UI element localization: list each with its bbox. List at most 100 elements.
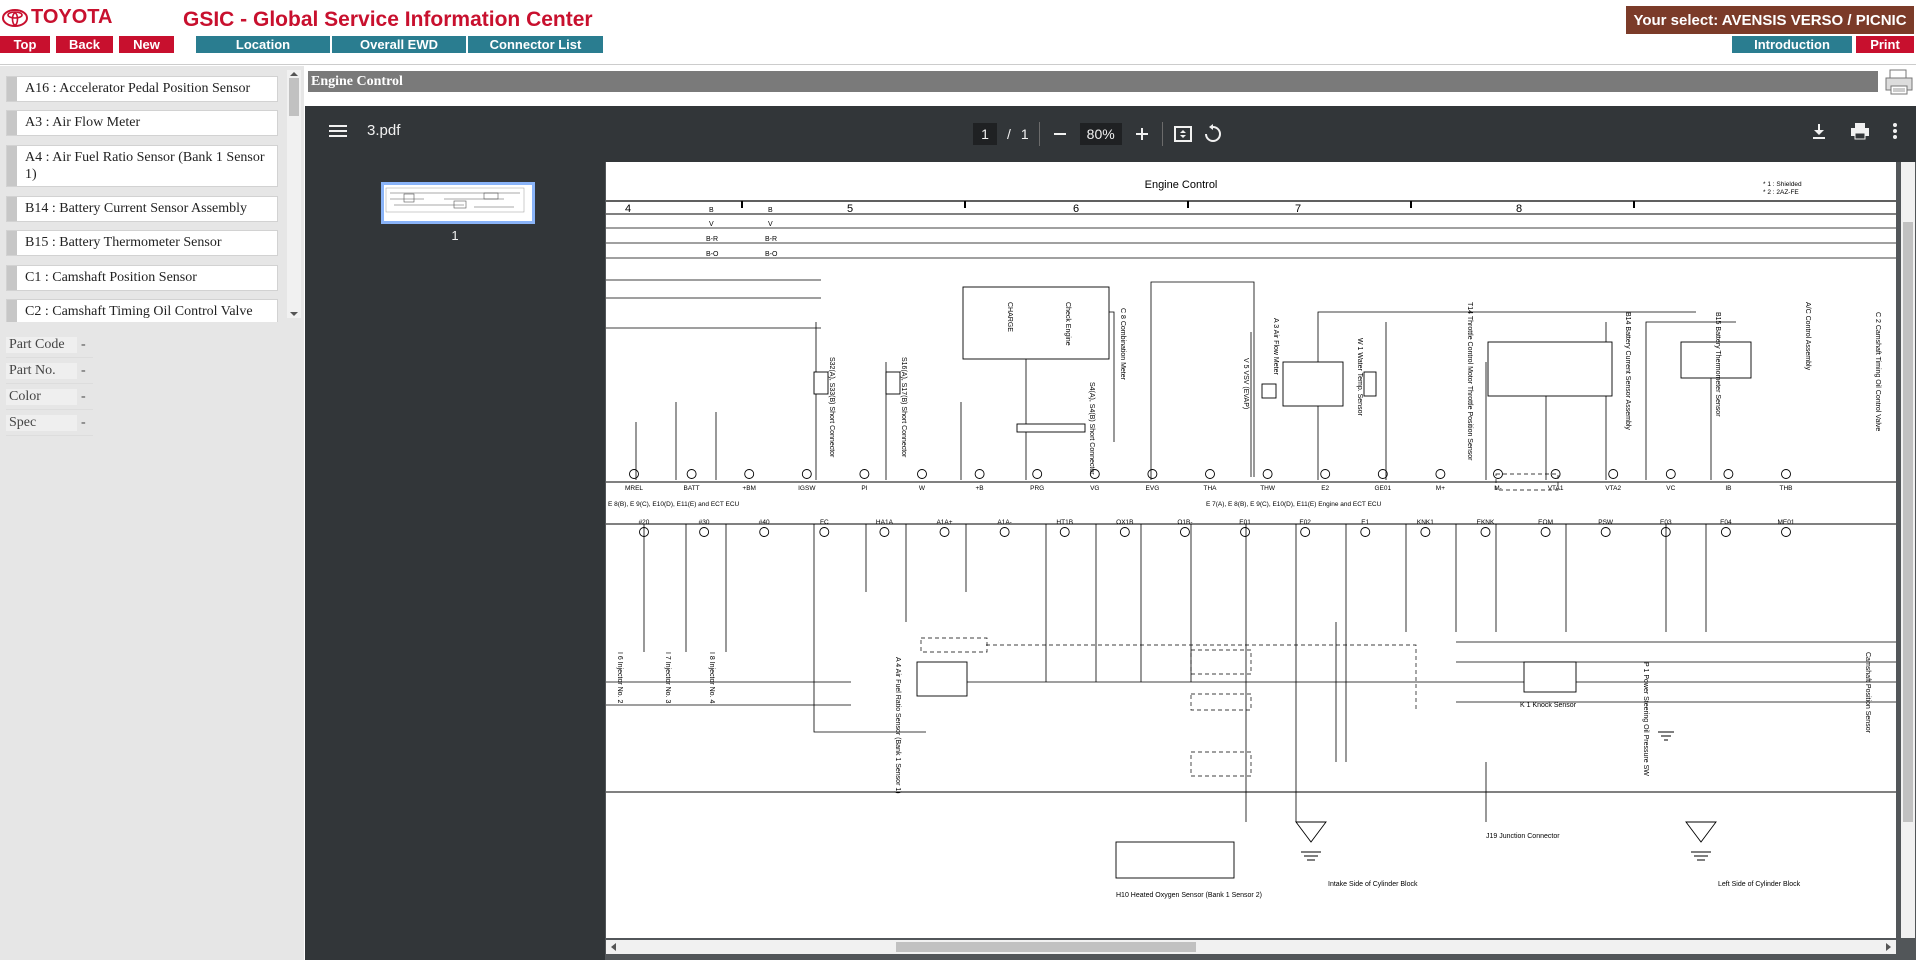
page-number-input[interactable]: 1: [973, 123, 997, 145]
info-row: Part No.-: [6, 358, 93, 384]
download-icon[interactable]: [1810, 122, 1828, 140]
info-label: Part No.: [6, 362, 77, 379]
zoom-out-icon[interactable]: [1050, 124, 1070, 144]
print-pdf-icon[interactable]: [1850, 122, 1870, 140]
connector-list: A16 : Accelerator Pedal Position Sensor …: [0, 70, 302, 322]
diagram-note: * 1 : Shielded: [1763, 181, 1802, 188]
info-label: Spec: [6, 414, 77, 431]
component-label: T14 Throttle Control Motor Throttle Posi…: [1466, 302, 1473, 461]
bus-label: B-R: [765, 236, 777, 243]
list-item[interactable]: C2 : Camshaft Timing Oil Control Valve: [6, 299, 278, 322]
bus-label: V: [709, 221, 714, 228]
page-thumbnail[interactable]: [381, 182, 535, 224]
pin-label: HT1B: [1056, 519, 1073, 526]
list-item[interactable]: B15 : Battery Thermometer Sensor: [6, 230, 278, 256]
pin-label: HA1A: [876, 519, 894, 526]
pin-label: PRG: [1030, 485, 1044, 492]
list-item-label: C2 : Camshaft Timing Oil Control Valve: [25, 304, 253, 319]
pin-label: #40: [759, 519, 770, 526]
top-button[interactable]: Top: [0, 36, 50, 53]
connector-pin: [879, 527, 890, 537]
connector-pin: [1540, 527, 1551, 537]
list-item-label: A4 : Air Fuel Ratio Sensor (Bank 1 Senso…: [25, 150, 265, 182]
column-number: 5: [847, 203, 853, 215]
info-value: -: [81, 388, 86, 404]
list-item[interactable]: A4 : Air Fuel Ratio Sensor (Bank 1 Senso…: [6, 145, 278, 187]
scroll-down-icon[interactable]: [287, 310, 301, 318]
scroll-thumb[interactable]: [289, 78, 299, 116]
component-label: Check Engine: [1064, 302, 1071, 346]
list-item-label: A3 : Air Flow Meter: [25, 115, 141, 130]
bus-label: V: [768, 221, 773, 228]
connector-pin: [801, 469, 812, 479]
zoom-in-icon[interactable]: [1132, 124, 1152, 144]
pin-label: E2: [1321, 485, 1329, 492]
pin-label: THB: [1780, 485, 1793, 492]
list-item[interactable]: C1 : Camshaft Position Sensor: [6, 265, 278, 291]
zoom-input[interactable]: 80%: [1079, 123, 1122, 145]
component-label: W 1 Water Temp. Sensor: [1356, 338, 1363, 416]
pin-label: IB: [1725, 485, 1731, 492]
pin-label: E1: [1361, 519, 1369, 526]
info-label: Color: [6, 388, 77, 405]
pin-label: O1B-: [1177, 519, 1192, 526]
scroll-up-icon[interactable]: [287, 70, 301, 78]
bus-label: B: [709, 207, 714, 214]
pdf-vertical-scroll-thumb[interactable]: [1903, 222, 1913, 822]
component-label: Left Side of Cylinder Block: [1718, 881, 1801, 888]
component-label: H10 Heated Oxygen Sensor (Bank 1 Sensor …: [1116, 892, 1262, 899]
connector-pin: [1147, 469, 1158, 479]
component-label: S32(A), S33(B) Short Connector: [828, 357, 835, 458]
component-boxes: [813, 286, 1752, 879]
menu-icon[interactable]: [329, 124, 347, 138]
bus-label: B-R: [706, 236, 718, 243]
fit-page-icon[interactable]: [1173, 124, 1193, 144]
tab-location[interactable]: Location: [196, 36, 330, 53]
print-button[interactable]: Print: [1856, 36, 1914, 53]
info-value: -: [81, 362, 86, 378]
list-item[interactable]: B14 : Battery Current Sensor Assembly: [6, 196, 278, 222]
component-label: Intake Side of Cylinder Block: [1328, 881, 1418, 888]
pin-label: VG: [1090, 485, 1099, 492]
pin-label: EVG: [1146, 485, 1160, 492]
pdf-horizontal-scroll-thumb[interactable]: [896, 942, 1196, 952]
list-scrollbar[interactable]: [287, 70, 301, 318]
tab-overall-ewd[interactable]: Overall EWD: [332, 36, 466, 53]
back-button[interactable]: Back: [56, 36, 113, 53]
pdf-viewer: 3.pdf 1 / 1 80%: [305, 106, 1916, 960]
printer-icon[interactable]: [1884, 68, 1914, 96]
toyota-logo[interactable]: TOYOTA: [2, 6, 112, 29]
pdf-horizontal-scrollbar[interactable]: [606, 940, 1896, 954]
pin-label: #20: [639, 519, 650, 526]
pin-label: #30: [699, 519, 710, 526]
tab-connector-list[interactable]: Connector List: [468, 36, 603, 53]
bus-label: B-O: [706, 251, 719, 258]
scroll-right-icon[interactable]: [1882, 940, 1894, 954]
connector-pin: [1089, 469, 1100, 479]
component-label: B14 Battery Current Sensor Assembly: [1624, 312, 1631, 430]
list-item[interactable]: A3 : Air Flow Meter: [6, 110, 278, 136]
column-number: 6: [1073, 203, 1079, 215]
connector-pin: [1119, 527, 1130, 537]
scroll-left-icon[interactable]: [608, 940, 620, 954]
component-label: A 3 Air Flow Meter: [1272, 318, 1279, 375]
section-title: Engine Control: [308, 71, 1878, 92]
app-title: GSIC - Global Service Information Center: [183, 8, 593, 31]
pdf-filename: 3.pdf: [367, 122, 401, 139]
pin-label: A1A+: [936, 519, 952, 526]
more-options-icon[interactable]: [1892, 122, 1898, 140]
pin-label: THW: [1260, 485, 1276, 492]
connector-pin: [819, 527, 830, 537]
new-button[interactable]: New: [119, 36, 174, 53]
list-item[interactable]: A16 : Accelerator Pedal Position Sensor: [6, 76, 278, 102]
pin-label: PSW: [1598, 519, 1614, 526]
ecu-boundaries: [606, 481, 1896, 793]
introduction-button[interactable]: Introduction: [1732, 36, 1852, 53]
pdf-vertical-scrollbar[interactable]: [1901, 162, 1915, 938]
rotate-icon[interactable]: [1203, 124, 1223, 144]
list-item-label: C1 : Camshaft Position Sensor: [25, 270, 197, 285]
ecu-label: E 8(B), E 9(C), E10(D), E11(E) and ECT E…: [608, 501, 740, 508]
connector-pin: [1600, 527, 1611, 537]
page-separator: /: [1007, 126, 1011, 142]
